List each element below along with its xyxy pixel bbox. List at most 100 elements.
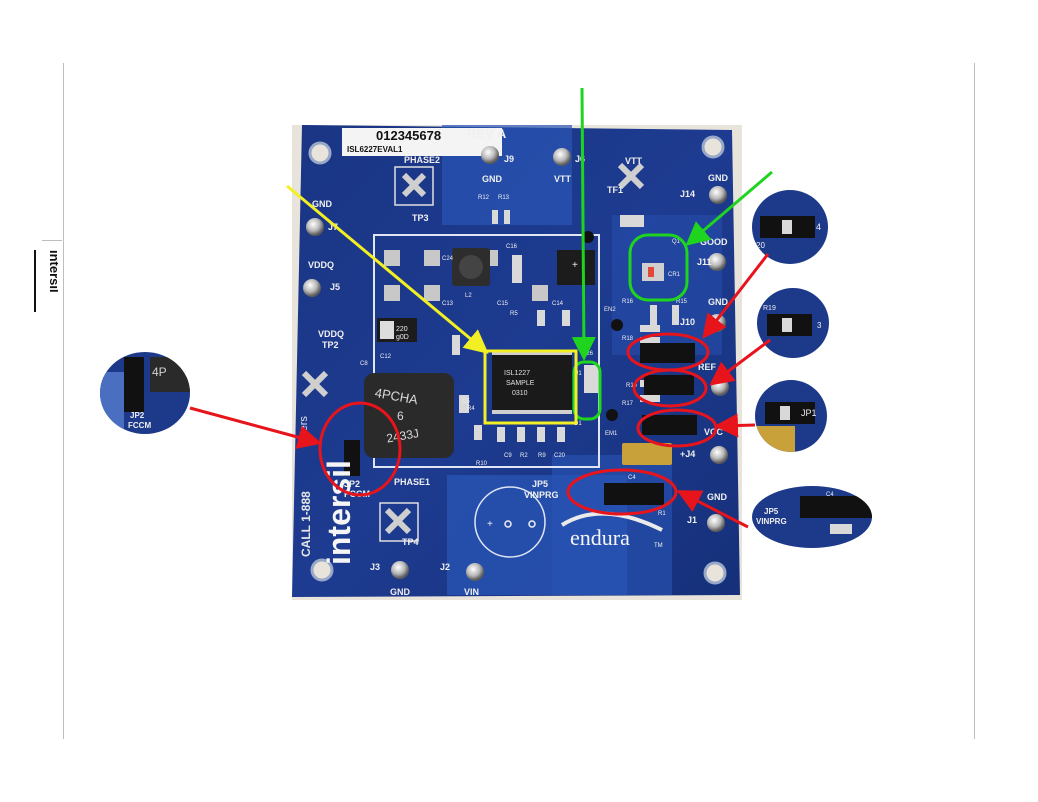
- ref-c15: C15: [497, 301, 509, 307]
- label-j11: J11: [697, 257, 712, 267]
- inset-jp5: JP5 VINPRG C4: [752, 486, 872, 548]
- label-gnd-j14: GND: [708, 173, 729, 183]
- label-gnd-j3: GND: [390, 587, 411, 597]
- label-gnd-j7: GND: [312, 199, 333, 209]
- label-jp1: JP1: [677, 419, 693, 429]
- ref-r17: R17: [622, 401, 634, 407]
- inset-en2-label: 20: [756, 241, 765, 250]
- ref-r2: R2: [520, 453, 528, 459]
- cap-code: g0D: [396, 334, 409, 341]
- ref-c26: C26: [582, 351, 594, 357]
- label-vinprg: VINPRG: [524, 490, 559, 500]
- ref-r9: R9: [538, 453, 546, 459]
- ref-r13: R13: [498, 195, 510, 201]
- serial-label: 012345678: [376, 128, 441, 143]
- ref-c8: C8: [360, 361, 368, 367]
- label-vddq-j5: VDDQ: [308, 260, 334, 270]
- label-j3: J3: [370, 562, 380, 572]
- inset-jp1-label: JP1: [801, 408, 817, 418]
- inset-jp1: JP1: [755, 380, 827, 452]
- label-gnd-j9: GND: [482, 174, 503, 184]
- company-small-text: inters: [298, 416, 310, 443]
- ref-en2: EN2: [604, 307, 616, 313]
- ref-c16: C16: [506, 244, 518, 250]
- label-j10: J10: [680, 317, 695, 327]
- ref-c24: C24: [442, 256, 454, 262]
- company-text: intersil: [321, 460, 357, 565]
- label-ref: REF: [698, 362, 717, 372]
- ref-l2: L2: [465, 293, 472, 299]
- label-tf1: TF1: [607, 185, 623, 195]
- ref-cr1: CR1: [668, 272, 681, 278]
- evaluation-board: 012345678 REV A ISL6227EVAL1 220 g0D: [292, 125, 742, 600]
- inset-r19: R19 3: [757, 288, 829, 358]
- ref-c9: C9: [504, 453, 512, 459]
- ref-c4: C4: [628, 475, 636, 481]
- ref-r4: R4: [467, 406, 475, 412]
- label-j7: J7: [328, 222, 338, 232]
- board-name-label: ISL6227EVAL1: [347, 145, 403, 154]
- ref-d1: D1: [574, 421, 582, 427]
- inset-en2-label-2: 4: [816, 222, 821, 232]
- chip-label-2: SAMPLE: [506, 380, 535, 387]
- label-j5: J5: [330, 282, 340, 292]
- label-vddq-tp2: VDDQ: [318, 329, 344, 339]
- brand-text: endura: [570, 525, 630, 550]
- inset-jp5-label-2: VINPRG: [756, 517, 787, 526]
- label-gnd-j1: GND: [707, 492, 728, 502]
- label-j9: J9: [504, 154, 514, 164]
- label-phase2: PHASE2: [404, 155, 440, 165]
- label-vtt: VTT: [625, 156, 643, 166]
- label-tp3: TP3: [412, 213, 429, 223]
- cap-value: 220: [396, 326, 408, 333]
- ref-r12: R12: [478, 195, 490, 201]
- chip-label-3: 0310: [512, 390, 528, 397]
- label-jp5: JP5: [532, 479, 548, 489]
- test-points: [301, 162, 645, 535]
- ref-c14: C14: [552, 301, 564, 307]
- rev-label: REV A: [467, 126, 507, 141]
- ref-u1: U1: [574, 371, 582, 377]
- inset-jp2-label: JP2: [130, 411, 145, 420]
- inset-jp5-label-3: C4: [826, 492, 834, 498]
- chip-label-1: ISL1227: [504, 370, 530, 377]
- ref-c20: C20: [554, 453, 566, 459]
- label-j1: J1: [687, 515, 697, 525]
- ref-c12: C12: [380, 354, 392, 360]
- inset-r19-label: R19: [763, 305, 776, 312]
- label-j2: J2: [440, 562, 450, 572]
- ref-r16: R16: [622, 299, 634, 305]
- inset-r19-label-2: 3: [817, 321, 822, 330]
- label-good: GOOD: [700, 237, 728, 247]
- right-margin-rule: [974, 63, 975, 739]
- svg-text:+: +: [572, 260, 578, 271]
- svg-text:+: +: [487, 519, 493, 530]
- inset-jp2: 4P JP2 FCCM: [100, 352, 190, 434]
- label-phase1: PHASE1: [394, 477, 430, 487]
- ref-r15: R15: [676, 299, 688, 305]
- left-margin-rule: [63, 63, 64, 739]
- ref-q1: Q1: [672, 239, 681, 245]
- ref-r19: R19: [626, 383, 638, 389]
- brand-tm: TM: [654, 543, 663, 549]
- label-tp4: TP4: [402, 537, 419, 547]
- label-vin: VIN: [464, 587, 479, 597]
- ref-r18: R18: [622, 336, 634, 342]
- logo-text: intersil: [47, 250, 58, 293]
- ref-c5: C5: [462, 399, 470, 405]
- inset-en2: 20 4: [752, 190, 828, 264]
- label-vcc: VCC: [704, 427, 724, 437]
- ref-r5: R5: [510, 311, 518, 317]
- ref-r1: R1: [658, 511, 666, 517]
- inset-jp2-label-2: FCCM: [128, 421, 151, 430]
- label-vtt-j6: VTT: [554, 174, 572, 184]
- label-j14: J14: [680, 189, 695, 199]
- label-j6: J6: [575, 154, 585, 164]
- inset-jp2-code: 4P: [152, 365, 167, 379]
- phone-text: CALL 1-888: [299, 491, 313, 557]
- label-j4: +J4: [680, 449, 695, 459]
- label-tp2: TP2: [322, 340, 339, 350]
- logo-tick: [42, 240, 62, 241]
- inductor-code-2: 6: [397, 409, 404, 423]
- ref-em1: EM1: [605, 431, 618, 437]
